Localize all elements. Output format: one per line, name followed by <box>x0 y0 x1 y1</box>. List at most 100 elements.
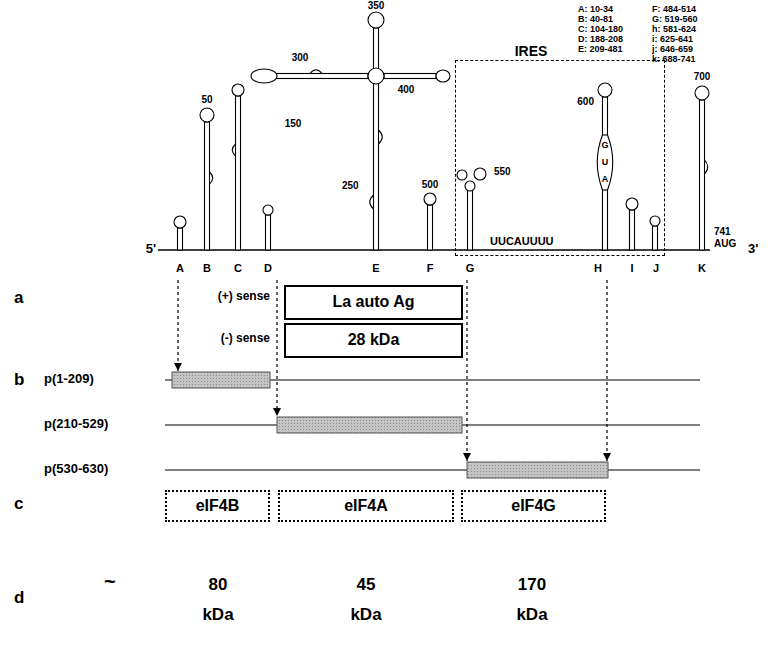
stem-loop <box>368 68 384 84</box>
stem-loop <box>178 228 183 250</box>
dashed-arrow <box>606 280 607 461</box>
stem-loop <box>598 83 612 97</box>
stem-loop <box>603 190 608 250</box>
stem-loop <box>174 216 186 228</box>
stem-loop <box>379 130 383 144</box>
diagram-label: F <box>427 262 434 275</box>
diagram-label: b <box>14 370 24 390</box>
diagram-label: 150 <box>285 118 302 130</box>
stem-loop <box>310 70 322 74</box>
label-box: eIF4G <box>461 490 606 522</box>
probe-segment <box>277 417 462 433</box>
diagram-label: G: 519-560 <box>652 14 698 24</box>
label-box: La auto Ag <box>284 285 463 320</box>
diagram-label: C <box>234 262 242 275</box>
stem-loop <box>653 226 658 250</box>
diagram-label: E: 209-481 <box>578 44 623 54</box>
diagram-label: j: 646-659 <box>652 44 693 54</box>
label-box: eIF4A <box>278 490 454 522</box>
stem-loop <box>436 70 450 82</box>
probe-segment <box>172 372 608 478</box>
diagram-label: 350 <box>368 0 385 12</box>
probe-segment <box>172 372 270 388</box>
diagram-label: F: 484-514 <box>652 4 696 14</box>
diagram-label: 170 kDa <box>506 570 558 630</box>
diagram-label: 3' <box>748 242 758 257</box>
diagram-label: 80 kDa <box>192 570 244 630</box>
stem-loop <box>374 28 379 250</box>
probe-line <box>165 380 700 470</box>
diagram-label: K <box>698 262 706 275</box>
diagram-label: A: 10-34 <box>578 4 613 14</box>
diagram-label: 550 <box>494 166 511 178</box>
stem-loop <box>368 12 384 28</box>
diagram-label: 400 <box>398 84 415 96</box>
stem-loop <box>705 160 708 174</box>
box-label: eIF4G <box>511 497 555 515</box>
diagram-label: h: 581-624 <box>652 24 696 34</box>
stem-loop <box>424 193 436 205</box>
stem-loop <box>200 108 214 122</box>
stem-loop <box>428 205 433 250</box>
diagram-label: a <box>14 288 23 308</box>
stem-loop <box>251 69 277 83</box>
diagram-label: (+) sense <box>218 290 270 304</box>
diagram-label: B <box>203 262 211 275</box>
dashed-arrow <box>177 280 178 371</box>
diagram-label: J <box>653 262 659 275</box>
diagram-label: p(530-630) <box>44 462 108 477</box>
diagram-label: 600 <box>577 96 594 108</box>
diagram-label: A <box>176 262 184 275</box>
diagram-label: 5' <box>146 242 156 257</box>
stem-loop <box>266 215 271 250</box>
diagram-label: UUCAUUUU <box>490 235 554 248</box>
diagram-label: 700 <box>694 71 711 83</box>
stem-loop <box>384 74 436 79</box>
diagram-label: 300 <box>292 52 309 64</box>
dashed-arrow <box>276 280 277 416</box>
label-box: 28 kDa <box>284 323 463 358</box>
stem-loop <box>232 84 244 96</box>
diagram-label: C: 104-180 <box>578 24 623 34</box>
diagram-label: 45 kDa <box>340 570 392 630</box>
diagram-label: (-) sense <box>221 332 270 346</box>
box-label: eIF4B <box>196 497 240 515</box>
stem-loop <box>626 198 638 210</box>
stem-loop <box>210 172 213 184</box>
diagram-label: 50 <box>201 94 212 106</box>
diagram-label: E <box>372 262 379 275</box>
stem-loop <box>205 122 210 250</box>
diagram-label: p(1-209) <box>44 372 94 387</box>
diagram-label: G U A <box>600 137 610 188</box>
stem-loop <box>700 100 705 250</box>
stem-loop <box>468 190 473 250</box>
diagram-label: 250 <box>342 180 359 192</box>
probe-segment <box>467 462 608 478</box>
stem-loop <box>457 170 467 180</box>
box-label: eIF4A <box>344 497 388 515</box>
diagram-label: D: 188-208 <box>578 34 623 44</box>
diagram-label: D <box>264 262 272 275</box>
stem-loop <box>236 96 241 250</box>
dashed-arrow <box>466 280 467 461</box>
stem-loop <box>650 216 660 226</box>
diagram-label: B: 40-81 <box>578 14 613 24</box>
diagram-label: 500 <box>422 179 439 191</box>
diagram-label: k: 688-741 <box>652 54 696 64</box>
stem-loop <box>465 181 475 191</box>
stem-loop <box>630 210 635 250</box>
stem-loop <box>263 205 273 215</box>
box-label: La auto Ag <box>332 293 414 311</box>
diagram-label: i: 625-641 <box>652 34 693 44</box>
stem-loop <box>370 195 374 209</box>
diagram-label: AUG <box>714 238 736 250</box>
box-label: 28 kDa <box>348 331 400 349</box>
diagram-label: c <box>14 494 23 514</box>
diagram-label: G <box>466 262 475 275</box>
diagram-label: H <box>594 262 602 275</box>
diagram-label: 741 <box>714 226 731 238</box>
stem-loop <box>474 168 486 180</box>
stem-loop <box>603 97 608 135</box>
